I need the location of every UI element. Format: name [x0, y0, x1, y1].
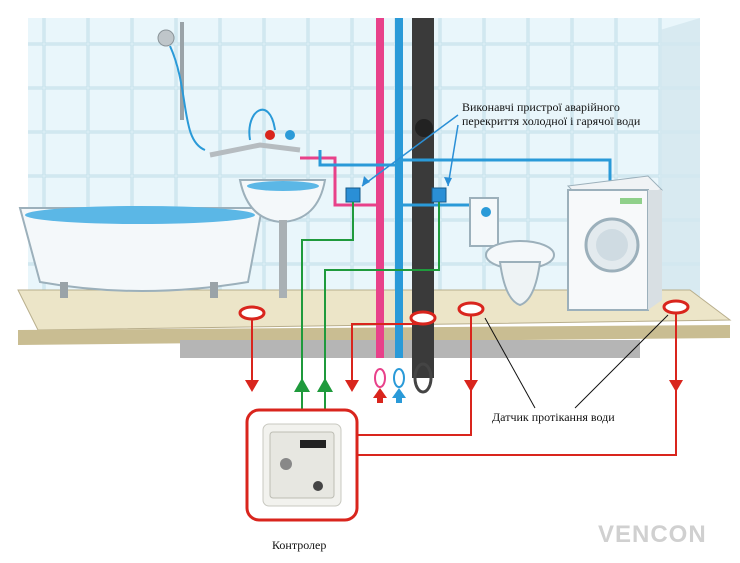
sewer-riser	[412, 18, 434, 378]
valves-label-line1: Виконавчі пристрої аварійного	[462, 100, 620, 114]
sensor-callouts	[484, 314, 669, 409]
toilet-icon	[469, 197, 555, 307]
valve-callout-2	[447, 124, 459, 187]
floor-underside	[180, 340, 640, 358]
controller-unit	[245, 408, 359, 522]
hot-outlet	[374, 368, 386, 388]
floor-top	[17, 289, 732, 331]
mixer-tap-icon	[209, 108, 301, 158]
controller-switch-icon	[280, 458, 292, 470]
riser-joint	[415, 119, 433, 137]
valve-callout-1	[361, 114, 459, 187]
hot-water-riser	[376, 18, 384, 358]
control-arrow-2	[317, 378, 333, 392]
signal-arrow-3	[464, 380, 478, 392]
wall-side	[660, 18, 700, 300]
leak-sensor-4-icon	[662, 299, 690, 315]
shower-icon	[157, 22, 206, 151]
cold-water-riser	[395, 18, 403, 358]
hot-valve-icon	[345, 187, 361, 203]
cold-valve-icon	[431, 187, 447, 203]
leak-sensor-1-icon	[238, 305, 266, 321]
control-arrow-1	[294, 378, 310, 392]
cold-flow-arrow	[392, 388, 406, 398]
washbasin-icon	[238, 179, 327, 298]
signal-arrow-1	[245, 380, 259, 392]
sensor-label: Датчик протікання води	[492, 410, 615, 424]
sensor-signal-wires	[251, 313, 677, 456]
washing-machine-icon	[566, 175, 664, 311]
sewer-outlet	[413, 362, 433, 394]
signal-arrow-2	[345, 380, 359, 392]
controller-led-icon	[313, 481, 323, 491]
hot-flow-arrow	[373, 388, 387, 398]
valve-control-wires	[301, 202, 440, 410]
bathtub-icon	[18, 206, 264, 298]
controller-display	[300, 440, 326, 448]
vencon-watermark: VENCON	[598, 521, 707, 548]
signal-arrow-4	[669, 380, 683, 392]
cold-outlet	[393, 368, 405, 388]
valves-label-line2: перекриття холодної і гарячої води	[462, 114, 641, 128]
controller-label: Контролер	[272, 538, 327, 552]
leak-sensor-2-icon	[409, 310, 437, 326]
leak-sensor-3-icon	[457, 301, 485, 317]
